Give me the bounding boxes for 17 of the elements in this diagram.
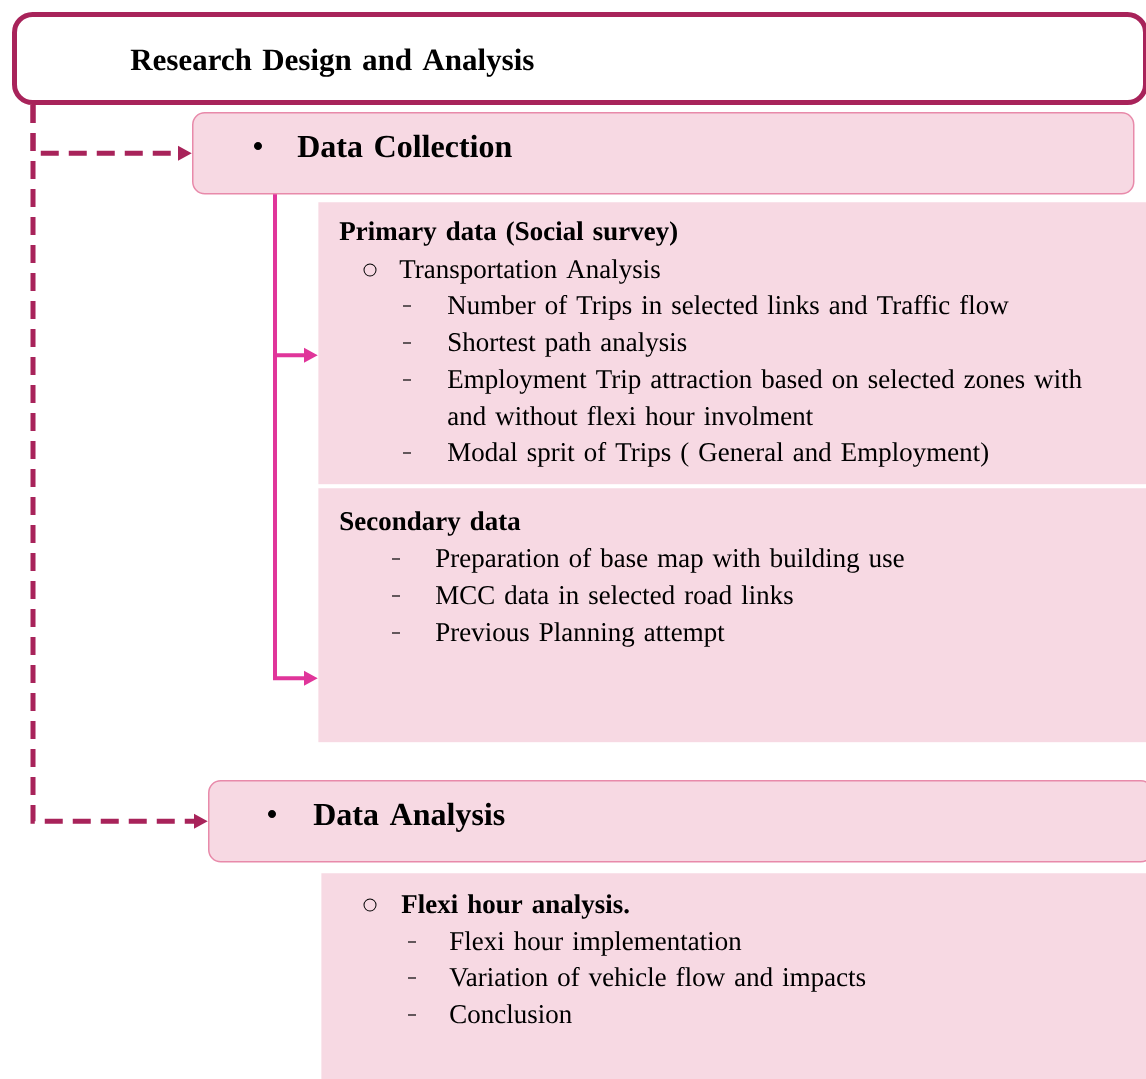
list-item: Secondary data bbox=[340, 511, 521, 536]
list-item: Flexi hour analysis. bbox=[401, 894, 629, 919]
list-item: Conclusion bbox=[450, 1004, 572, 1024]
list-item: Data Analysis bbox=[313, 802, 505, 832]
list-item: Previous Planning attempt bbox=[436, 622, 725, 647]
list-item: Shortest path analysis bbox=[449, 332, 687, 357]
list-item: Preparation of base map with building use bbox=[436, 548, 904, 573]
list-item: MCC data in selected road links bbox=[436, 585, 793, 605]
list-item: Flexi hour implementation bbox=[450, 931, 742, 956]
list-item: Employment Trip attraction based on selected zones with and without flexi hour involment bbox=[448, 369, 1082, 426]
list-item: Number of Trips in selected links and Traffic flow bbox=[448, 295, 1009, 320]
list-item: Primary data (Social survey) bbox=[339, 221, 677, 246]
list-item: Data Collection bbox=[297, 134, 512, 158]
list-item: Research Design and Analysis bbox=[130, 48, 534, 77]
list-item: Variation of vehicle flow and impacts bbox=[449, 967, 866, 992]
list-item: Transportation Analysis bbox=[399, 259, 660, 284]
list-item: Modal sprit of Trips ( General and Employment) bbox=[448, 442, 988, 467]
